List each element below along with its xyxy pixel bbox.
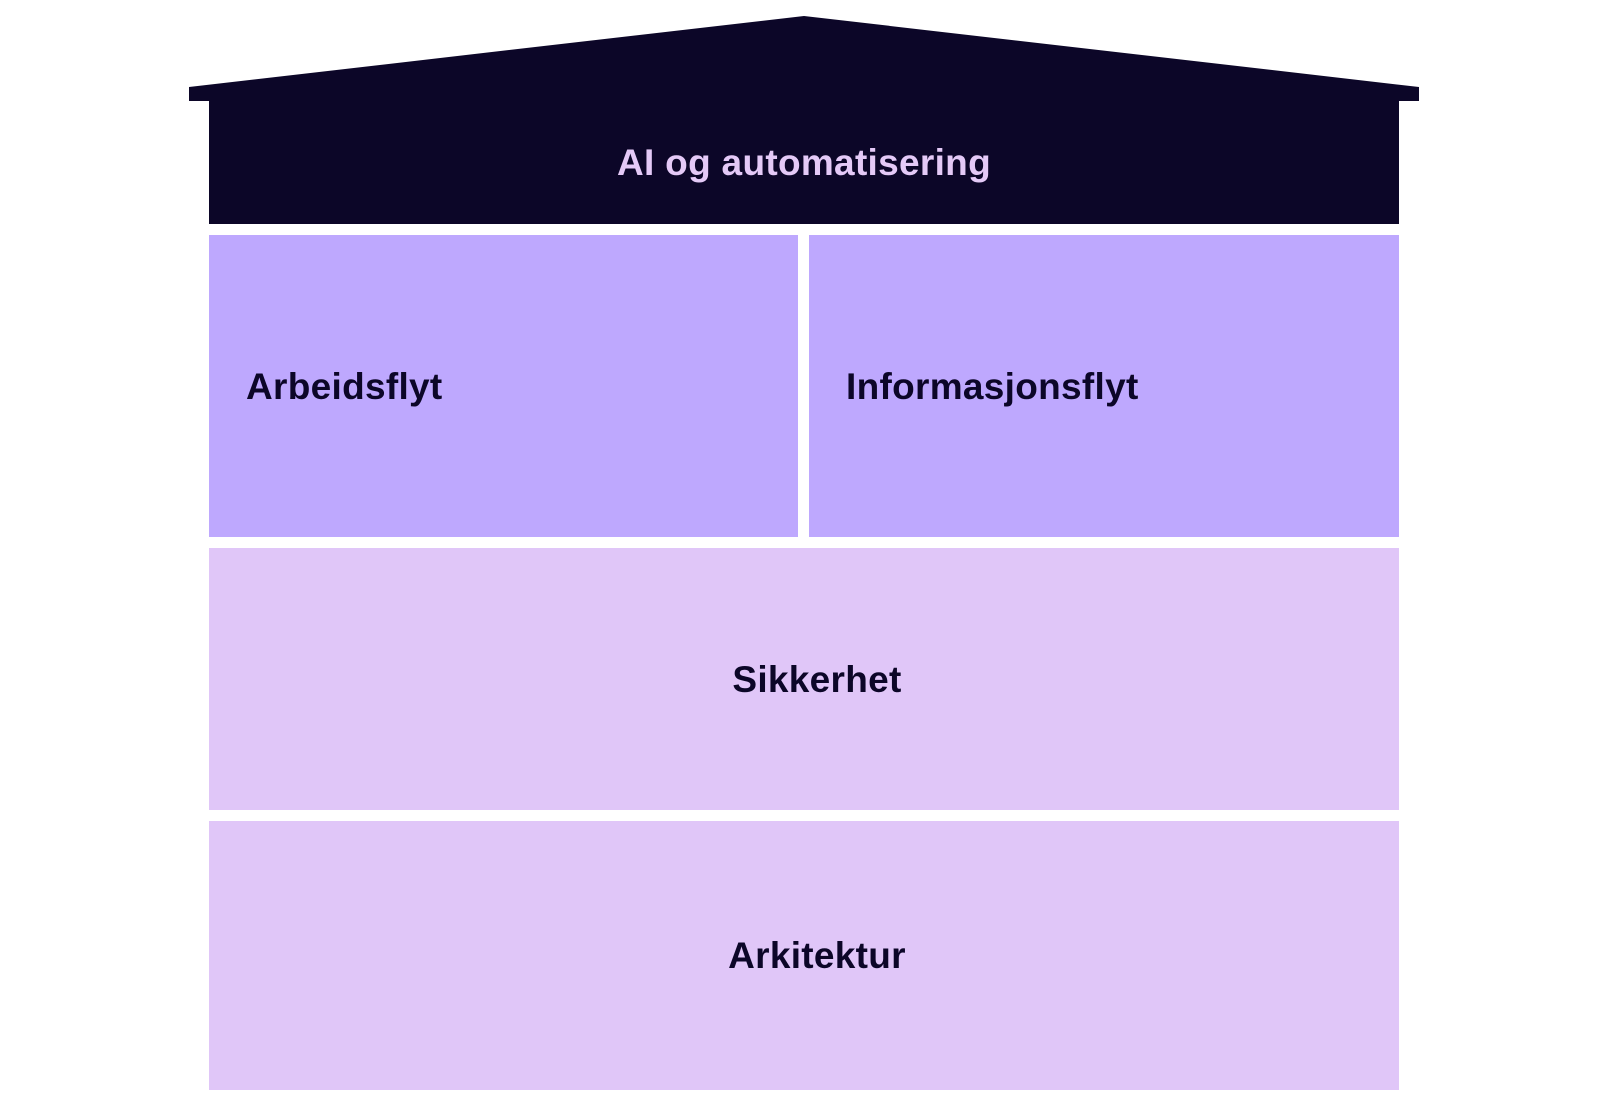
roof-title: AI og automatisering [617,141,991,183]
block-security: Sikkerhet [209,548,1399,810]
block-workflow-label: Arbeidsflyt [246,365,443,407]
block-architecture: Arkitektur [209,821,1399,1090]
roof-shape [189,16,1419,224]
roof-label-area: AI og automatisering [209,100,1399,224]
block-workflow: Arbeidsflyt [209,235,798,537]
roof-polygon [189,16,1419,224]
block-information-flow: Informasjonsflyt [809,235,1399,537]
block-security-label: Sikkerhet [732,658,902,700]
block-architecture-label: Arkitektur [728,935,906,976]
block-information-flow-label: Informasjonsflyt [846,365,1139,407]
